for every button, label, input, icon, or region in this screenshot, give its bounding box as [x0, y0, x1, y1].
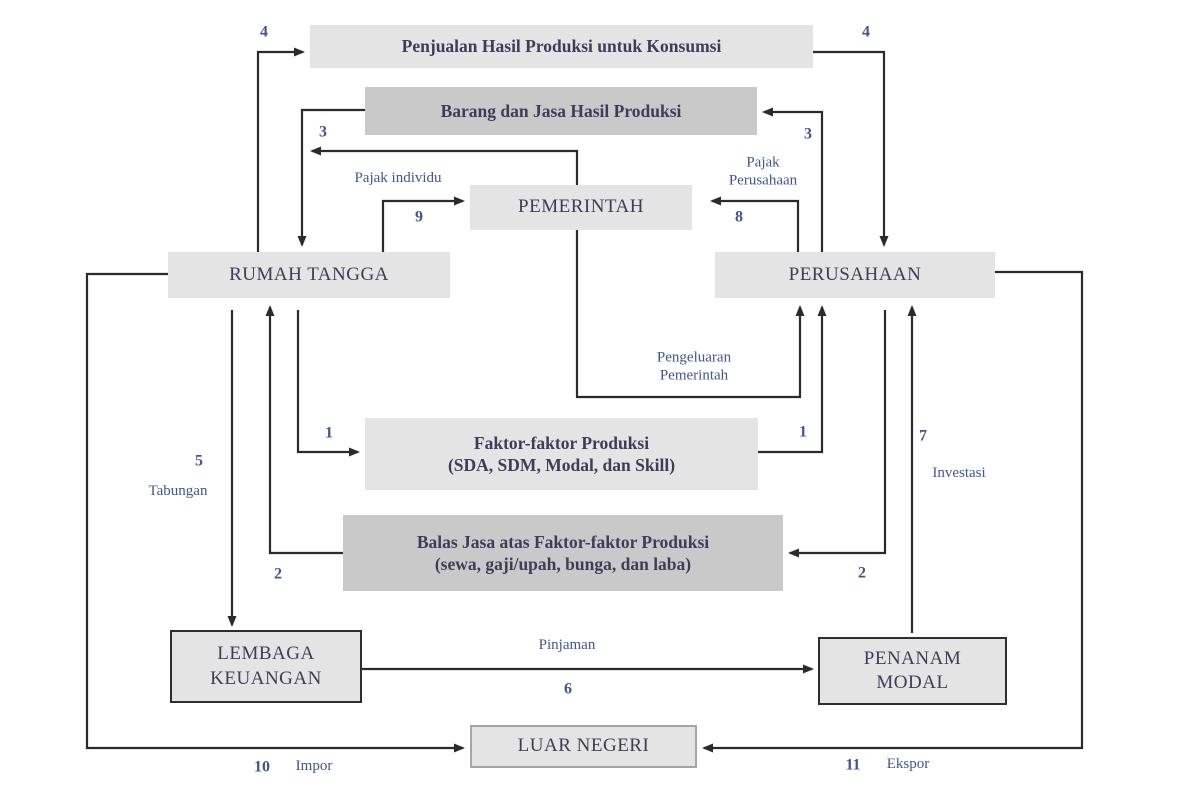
flow-label-2-right: 2 — [858, 564, 866, 582]
node-label-line1: Balas Jasa atas Faktor-faktor Produksi — [416, 531, 710, 552]
flow-2-left-line — [265, 305, 343, 555]
flow-label-3-left: 3 — [319, 123, 327, 141]
node-barang-dan-jasa: Barang dan Jasa Hasil Produksi — [365, 87, 757, 135]
flow-10-line — [85, 272, 465, 753]
flow-label-11: 11 — [845, 756, 861, 774]
flow-11-line — [702, 270, 1084, 753]
flow-3-left-line — [297, 108, 365, 247]
node-luar-negeri: LUAR NEGERI — [470, 725, 697, 768]
flow-label-1-left: 1 — [325, 424, 333, 442]
flow-label-3-right: 3 — [804, 125, 812, 143]
flow-label-4-left: 4 — [260, 23, 268, 41]
node-penanam-modal: PENANAM MODAL — [818, 637, 1007, 705]
node-label-line2: (sewa, gaji/upah, bunga, dan laba) — [434, 554, 692, 574]
flow-label-pajak-individu: Pajak individu — [354, 170, 442, 187]
flow-label-tabungan: Tabungan — [148, 483, 208, 500]
node-label: PEMERINTAH — [518, 196, 644, 218]
node-label: RUMAH TANGGA — [229, 263, 389, 285]
flow-label-pengeluaran-pemerintah: Pengeluaran Pemerintah — [657, 349, 731, 384]
flow-label-10: 10 — [254, 758, 270, 776]
flow-government-spending-line — [575, 230, 805, 399]
node-label-line1: PENANAM — [863, 647, 962, 669]
flow-label-7: 7 — [919, 427, 927, 445]
flow-4-left-line — [256, 47, 305, 252]
flow-label-pinjaman: Pinjaman — [538, 637, 596, 654]
pengeluaran-line1: Pengeluaran — [656, 349, 732, 366]
flow-label-pajak-perusahaan: Pajak Perusahaan — [729, 154, 797, 189]
node-penjualan-hasil-produksi: Penjualan Hasil Produksi untuk Konsumsi — [310, 25, 813, 68]
flow-2-right-line — [788, 310, 887, 558]
flow-label-5: 5 — [195, 452, 203, 470]
pajak-perusahaan-line1: Pajak — [746, 154, 780, 171]
flow-3-right-line — [762, 107, 824, 252]
node-rumah-tangga: RUMAH TANGGA — [168, 252, 450, 298]
node-label-line2: MODAL — [876, 672, 949, 693]
node-label-line2: (SDA, SDM, Modal, dan Skill) — [447, 455, 676, 475]
pajak-perusahaan-line2: Perusahaan — [728, 172, 798, 188]
flow-label-investasi: Investasi — [932, 465, 986, 482]
flow-label-9: 9 — [415, 208, 423, 226]
flow-label-4-right: 4 — [862, 23, 870, 41]
flow-label-ekspor: Ekspor — [886, 756, 930, 773]
node-label: LUAR NEGERI — [517, 735, 650, 757]
flow-government-services-line — [310, 146, 579, 185]
flow-label-impor: Impor — [295, 758, 333, 775]
node-label-line2: KEUANGAN — [210, 667, 322, 689]
node-label: Penjualan Hasil Produksi untuk Konsumsi — [401, 36, 722, 57]
node-pemerintah: PEMERINTAH — [470, 185, 692, 230]
node-perusahaan: PERUSAHAAN — [715, 252, 995, 298]
flow-4-right-line — [813, 50, 889, 247]
node-label-line1: Faktor-faktor Produksi — [473, 432, 650, 453]
node-faktor-produksi: Faktor-faktor Produksi (SDA, SDM, Modal,… — [365, 418, 758, 490]
node-balas-jasa: Balas Jasa atas Faktor-faktor Produksi (… — [343, 515, 783, 591]
flow-8-line — [710, 196, 800, 252]
node-label-line1: LEMBAGA — [217, 643, 315, 665]
pengeluaran-line2: Pemerintah — [659, 367, 729, 383]
flow-label-1-right: 1 — [799, 423, 807, 441]
node-lembaga-keuangan: LEMBAGA KEUANGAN — [170, 630, 362, 703]
flow-label-6: 6 — [564, 680, 572, 698]
flow-9-line — [381, 196, 465, 252]
flow-label-2-left: 2 — [274, 565, 282, 583]
flow-label-8: 8 — [735, 208, 743, 226]
node-label: Barang dan Jasa Hasil Produksi — [440, 100, 682, 121]
flow-1-right-line — [758, 305, 827, 454]
flow-1-left-line — [296, 310, 360, 457]
node-label: PERUSAHAAN — [788, 263, 922, 285]
